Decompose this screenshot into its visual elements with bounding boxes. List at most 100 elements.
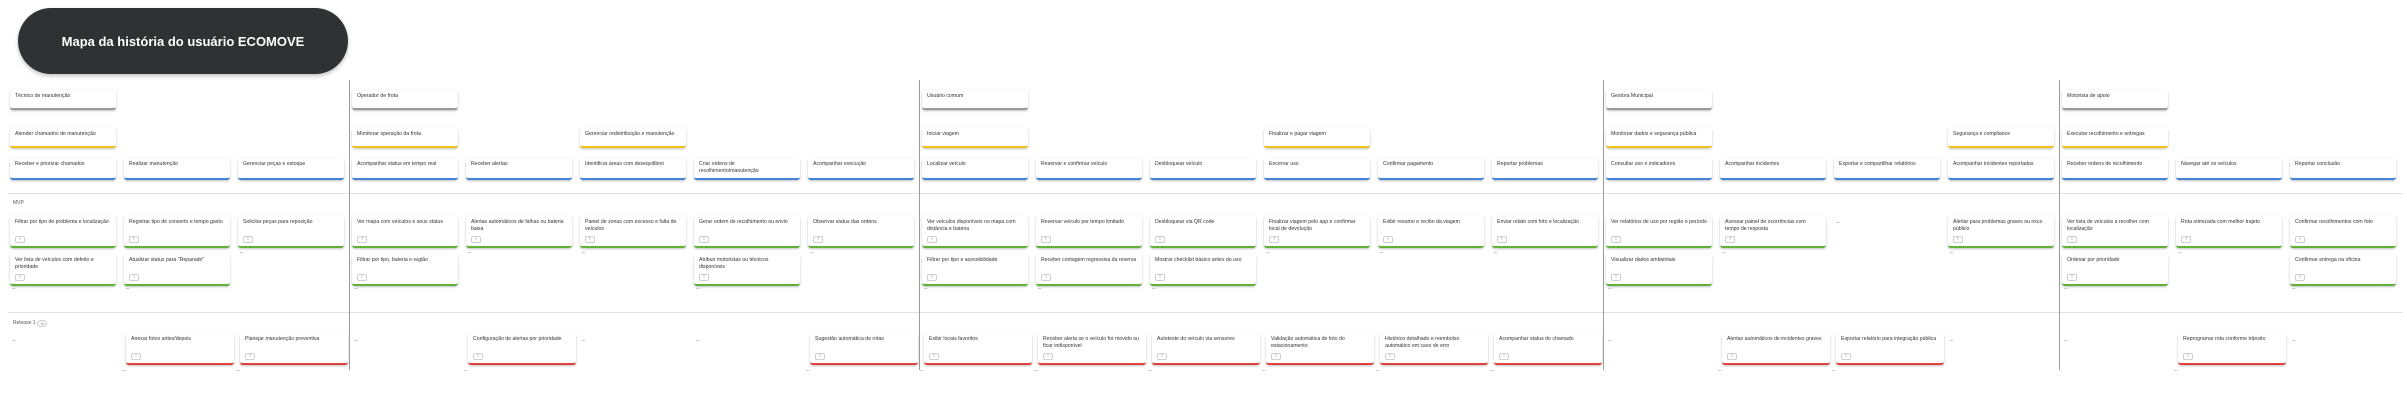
mvp-story-card[interactable]: Confirmar recolhimentos com foto⇧ [2290, 216, 2396, 248]
activity-card[interactable]: Iniciar viagem [922, 128, 1028, 148]
step-card[interactable]: Reportar problemas [1492, 158, 1598, 180]
persona-card[interactable]: Técnico de manutenção [10, 90, 116, 110]
vote-icon[interactable]: ⇧ [1157, 353, 1167, 360]
mvp-story-card[interactable]: Ver relatórios de uso por região e perío… [1606, 216, 1712, 248]
mvp-story-card[interactable]: Alertas automáticos de falhas ou bateria… [466, 216, 572, 248]
vote-icon[interactable]: ⇧ [473, 353, 483, 360]
mvp-story-card[interactable]: Gerar ordem de recolhimento ou envio⇧ [694, 216, 800, 248]
vote-icon[interactable]: ⇧ [699, 274, 709, 281]
mvp-story-card[interactable]: Receber contagem regressiva da reserva⇧ [1036, 254, 1142, 286]
step-card[interactable]: Acompanhar execução [808, 158, 914, 180]
activity-card[interactable]: Segurança e compliance [1948, 128, 2054, 148]
mvp-story-card[interactable]: Filtrar por tipo de problema e localizaç… [10, 216, 116, 248]
step-card[interactable]: Reportar conclusão [2290, 158, 2396, 180]
release-story-card[interactable]: Acompanhar status do chamado⇧ [1494, 333, 1602, 365]
vote-icon[interactable]: ⇧ [2295, 236, 2305, 243]
vote-icon[interactable]: ⇧ [129, 274, 139, 281]
vote-icon[interactable]: ⇧ [1271, 353, 1281, 360]
persona-card[interactable]: Usuário comum [922, 90, 1028, 110]
vote-icon[interactable]: ⇧ [1269, 236, 1279, 243]
step-card[interactable]: Localizar veículo [922, 158, 1028, 180]
step-card[interactable]: Confirmar pagamento [1378, 158, 1484, 180]
mvp-story-card[interactable]: Ordenar por prioridade⇧ [2062, 254, 2168, 286]
persona-card[interactable]: Motorista de apoio [2062, 90, 2168, 110]
vote-icon[interactable]: ⇧ [1725, 236, 1735, 243]
step-card[interactable]: Receber alertas [466, 158, 572, 180]
vote-icon[interactable]: ⇧ [1953, 236, 1963, 243]
mvp-story-card[interactable]: Rota otimizada com melhor trajeto⇧ [2176, 216, 2282, 248]
step-card[interactable]: Exportar e compartilhar relatórios [1834, 158, 1940, 180]
activity-card[interactable]: Executar recolhimento e entregas [2062, 128, 2168, 148]
vote-icon[interactable]: ⇧ [1155, 236, 1165, 243]
vote-icon[interactable]: ⇧ [357, 274, 367, 281]
mvp-story-card[interactable]: Atribuir motoristas ou técnicos disponív… [694, 254, 800, 286]
vote-icon[interactable]: ⇧ [929, 353, 939, 360]
release-story-card[interactable]: Exportar relatório para integração públi… [1836, 333, 1944, 365]
vote-icon[interactable]: ⇧ [243, 236, 253, 243]
vote-icon[interactable]: ⇧ [15, 274, 25, 281]
board-title[interactable]: Mapa da história do usuário ECOMOVE [18, 8, 348, 74]
mvp-story-card[interactable]: Ver mapa com veículos e seus status⇧ [352, 216, 458, 248]
mvp-story-card[interactable]: Filtrar por tipo e acessibilidade⇧ [922, 254, 1028, 286]
mvp-story-card[interactable]: Registrar tipo de conserto e tempo gasto… [124, 216, 230, 248]
mvp-story-card[interactable]: Observar status das ordens⇧ [808, 216, 914, 248]
release-story-card[interactable]: Planejar manutenção preventiva⇧ [240, 333, 348, 365]
mvp-story-card[interactable]: Finalizar viagem pelo app e confirmar lo… [1264, 216, 1370, 248]
step-card[interactable]: Navegar até os veículos [2176, 158, 2282, 180]
step-card[interactable]: Desbloquear veículo [1150, 158, 1256, 180]
activity-card[interactable]: Monitorar operação da frota [352, 128, 458, 148]
vote-icon[interactable]: ⇧ [357, 236, 367, 243]
mvp-story-card[interactable]: Visualizar dados ambientais⇧ [1606, 254, 1712, 286]
vote-icon[interactable]: ⇧ [131, 353, 141, 360]
persona-card[interactable]: Operador de frota [352, 90, 458, 110]
step-card[interactable]: Encerrar uso [1264, 158, 1370, 180]
step-card[interactable]: Criar ordens de recolhimento/manutenção [694, 158, 800, 180]
mvp-story-card[interactable]: Confirmar entrega na oficina⇧ [2290, 254, 2396, 286]
activity-card[interactable]: Finalizar e pagar viagem [1264, 128, 1370, 148]
vote-icon[interactable]: ⇧ [2183, 353, 2193, 360]
mvp-story-card[interactable]: Mostrar checklist básico antes do uso⇧ [1150, 254, 1256, 286]
mvp-story-card[interactable]: Ver lista de veículos com defeito e prio… [10, 254, 116, 286]
persona-card[interactable]: Gestora Municipal [1606, 90, 1712, 110]
vote-icon[interactable]: ⇧ [1041, 236, 1051, 243]
step-card[interactable]: Reservar e confirmar veículo [1036, 158, 1142, 180]
vote-icon[interactable]: ⇧ [2181, 236, 2191, 243]
release-story-card[interactable]: Anexar fotos antes/depois⇧ [126, 333, 234, 365]
vote-icon[interactable]: ⇧ [1499, 353, 1509, 360]
step-card[interactable]: Acompanhar incidentes reportados [1948, 158, 2054, 180]
step-card[interactable]: Acompanhar status em tempo real [352, 158, 458, 180]
mvp-story-card[interactable]: Painel de zonas com excesso e falta de v… [580, 216, 686, 248]
release-story-card[interactable]: Exibir locais favoritos⇧ [924, 333, 1032, 365]
mvp-story-card[interactable]: Ver veículos disponíveis no mapa com dis… [922, 216, 1028, 248]
mvp-story-card[interactable]: Solicitar peças para reposição⇧ [238, 216, 344, 248]
release-story-card[interactable]: Histórico detalhado e reembolso automáti… [1380, 333, 1488, 365]
release-story-card[interactable]: Receber alerta se o veículo for movido o… [1038, 333, 1146, 365]
step-card[interactable]: Realizar manutenção [124, 158, 230, 180]
vote-icon[interactable]: ⇧ [1385, 353, 1395, 360]
mvp-story-card[interactable]: Reservar veículo por tempo limitado⇧ [1036, 216, 1142, 248]
release-story-card[interactable]: Reprogramar rota conforme trânsito⇧ [2178, 333, 2286, 365]
mvp-story-card[interactable]: Acessar painel de ocorrências com tempo … [1720, 216, 1826, 248]
mvp-story-card[interactable]: Filtrar por tipo, bateria e região⇧ [352, 254, 458, 286]
vote-icon[interactable]: ⇧ [15, 236, 25, 243]
step-card[interactable]: Acompanhar incidentes [1720, 158, 1826, 180]
vote-icon[interactable]: ⇧ [927, 274, 937, 281]
vote-icon[interactable]: ⇧ [1611, 236, 1621, 243]
vote-icon[interactable]: ⇧ [1841, 353, 1851, 360]
step-card[interactable]: Identificar áreas com desequilíbrio [580, 158, 686, 180]
vote-icon[interactable]: ⇧ [2295, 274, 2305, 281]
vote-icon[interactable]: ⇧ [129, 236, 139, 243]
activity-card[interactable]: Gerenciar redistribuição e manutenção [580, 128, 686, 148]
vote-icon[interactable]: ⇧ [699, 236, 709, 243]
vote-icon[interactable]: ⇧ [1383, 236, 1393, 243]
mvp-story-card[interactable]: Enviar relato com foto e localização⇧ [1492, 216, 1598, 248]
release-story-card[interactable]: Alertas automáticos de incidentes graves… [1722, 333, 1830, 365]
release-story-card[interactable]: Autoteste do veículo via sensores⇧ [1152, 333, 1260, 365]
vote-icon[interactable]: ⇧ [1155, 274, 1165, 281]
release-story-card[interactable]: Sugestão automática de rotas⇧ [810, 333, 918, 365]
vote-icon[interactable]: ⇧ [1611, 274, 1621, 281]
step-card[interactable]: Gerenciar peças e estoque [238, 158, 344, 180]
mvp-story-card[interactable]: Desbloquear via QR code⇧ [1150, 216, 1256, 248]
vote-icon[interactable]: ⇧ [585, 236, 595, 243]
step-card[interactable]: Consultar uso e indicadores [1606, 158, 1712, 180]
